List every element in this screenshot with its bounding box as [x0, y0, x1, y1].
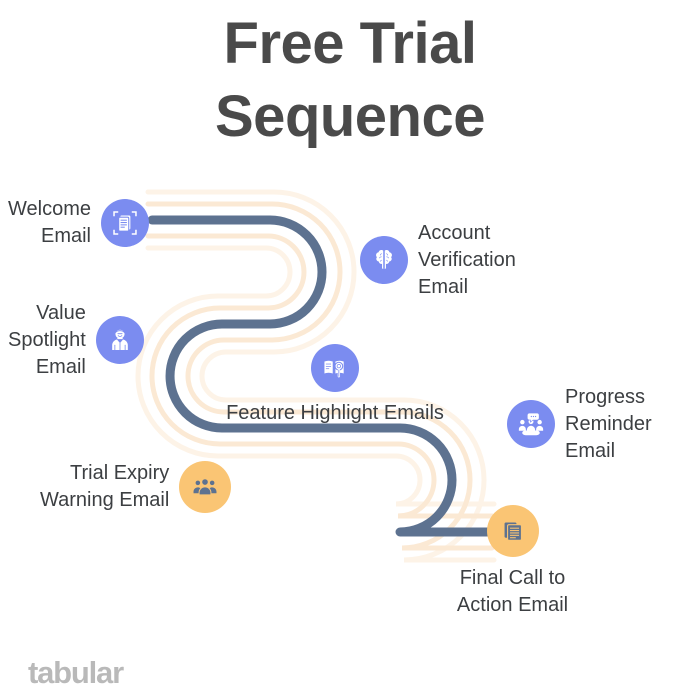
- people-group-icon: [192, 474, 218, 500]
- step-node-final-call-to-action-email[interactable]: Final Call to Action Email: [400, 505, 625, 619]
- step-label-feature-highlight-emails: Feature Highlight Emails: [226, 402, 444, 424]
- brand-logo: tabular: [28, 655, 124, 690]
- step-icon-circle-welcome-email[interactable]: [101, 198, 149, 247]
- step-node-account-verification-email[interactable]: Account Verification Email: [360, 220, 516, 300]
- documents-stack-icon: [500, 518, 526, 544]
- step-icon-circle-value-spotlight-email[interactable]: [95, 316, 144, 365]
- step-node-progress-reminder-email[interactable]: Progress Reminder Email: [507, 384, 652, 464]
- step-label-account-verification-email: Account Verification Email: [418, 222, 516, 298]
- page-title: Free Trial Sequence: [0, 8, 700, 153]
- step-label-progress-reminder-email: Progress Reminder Email: [565, 386, 652, 462]
- page-title-line-2: Sequence: [215, 83, 486, 149]
- step-label-trial-expiry-warning-email: Trial Expiry Warning Email: [40, 462, 170, 511]
- document-scan-icon: [111, 209, 139, 237]
- brain-icon: [371, 247, 397, 273]
- step-icon-circle-feature-highlight-emails[interactable]: [311, 344, 359, 392]
- step-icon-circle-trial-expiry-warning-email[interactable]: [179, 460, 232, 513]
- group-discussion-icon: [517, 410, 545, 438]
- page-title-line-1: Free Trial: [223, 11, 477, 76]
- step-icon-circle-final-call-to-action-email[interactable]: [486, 505, 539, 557]
- step-label-value-spotlight-email: Value Spotlight Email: [8, 302, 86, 378]
- step-node-trial-expiry-warning-email[interactable]: Trial Expiry Warning Email: [40, 460, 232, 514]
- step-node-feature-highlight-emails[interactable]: Feature Highlight Emails: [160, 344, 510, 427]
- person-presenter-icon: [106, 326, 134, 354]
- step-icon-circle-account-verification-email[interactable]: [360, 236, 408, 285]
- step-icon-circle-progress-reminder-email[interactable]: [507, 400, 555, 449]
- step-node-welcome-email[interactable]: Welcome Email: [8, 196, 149, 250]
- step-node-value-spotlight-email[interactable]: Value Spotlight Email: [8, 300, 144, 380]
- step-label-final-call-to-action-email: Final Call to Action Email: [456, 567, 569, 616]
- book-magnifier-icon: [321, 354, 349, 382]
- step-label-welcome-email: Welcome Email: [8, 198, 91, 247]
